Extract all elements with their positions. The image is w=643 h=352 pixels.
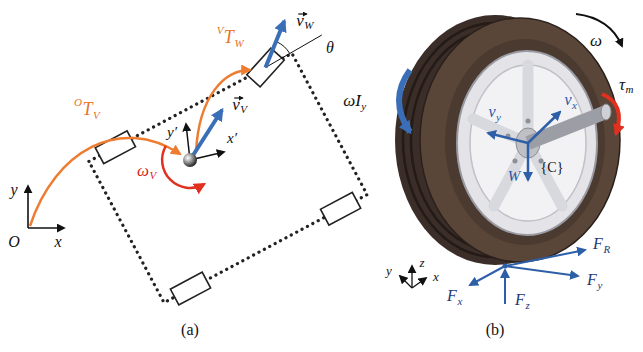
shaft-end [601,104,611,120]
velocity-arrow [488,133,528,143]
rim [457,51,597,235]
panel-label: (b) [486,322,505,338]
tire-sidewall [420,18,620,262]
axis-label: y [386,264,392,277]
axis-label: x [433,270,439,283]
transform-label: V [93,110,100,121]
transform-label: T [224,28,234,46]
angle-arc [276,42,290,54]
wheel-symbol [95,131,135,164]
force-arrow [470,266,505,285]
velocity-arrow [528,112,560,143]
vector-accents [234,14,307,98]
force-label: F [515,292,525,308]
panel-label: (a) [181,322,199,338]
velocity-label: V [240,104,247,115]
angular-velocity-label: ω [590,32,602,49]
y-axis [400,276,412,288]
transform-label: O [74,97,82,108]
transform-arrow [30,138,180,226]
bolt [513,159,518,164]
torque-label: τ [619,76,625,93]
axis-label: y [10,182,17,198]
inertia-arrow [399,70,410,132]
axis-label: x [54,234,61,250]
contact-forces [470,250,585,304]
angular-velocity-label: V [150,170,157,181]
y-axis [27,186,29,228]
x-axis [28,227,64,229]
yaw-rate-arrow [162,146,204,188]
velocity-label: x [572,100,577,111]
tire-bead [445,39,605,245]
force-label: F [587,272,597,288]
bolt [526,119,531,124]
transform-label: V [217,25,224,36]
inertia-label: ω̇I [343,92,361,109]
velocity-arrow [190,110,222,160]
vehicle-body [82,40,371,310]
velocity-label: v [564,92,571,108]
angular-velocity-label: ω [137,162,149,179]
wheel-symbol [170,272,210,305]
force-label: F [593,236,603,252]
weight-arrow [527,143,530,180]
z-axis [411,266,412,288]
angle-label: θ [326,40,334,56]
contact-point [503,264,508,269]
frame-label: O [8,234,20,250]
inertia-label: y [361,101,366,112]
axis-label: y′ [167,125,177,140]
torque-arrow [602,94,619,134]
axis-label: x′ [227,131,237,146]
transform-label: T [82,100,92,118]
force-arrow [505,266,578,276]
transform-label: W [234,38,243,49]
velocity-label: y [496,112,501,123]
velocity-arrow [266,21,285,67]
force-arrow [504,270,506,304]
force-arrow [505,250,585,266]
force-label: R [603,244,610,255]
force-label: z [525,300,529,311]
wheel-axes [400,266,426,288]
velocity-label: v [232,96,240,113]
rim-inner [470,65,586,221]
velocity-label: v [488,104,495,120]
frame-label: {C} [541,161,564,175]
x-axis [412,278,426,288]
velocity-label: v [296,12,304,29]
wheel-illustration [395,15,620,265]
axle-shaft [528,112,606,143]
wheel-symbol [320,192,360,225]
axis-label: z [419,256,424,269]
torque-label: m [626,84,634,95]
force-label: y [597,280,602,291]
force-label: F [447,288,457,304]
vehicle-outline [89,53,367,302]
weight-label: W [508,169,521,184]
center-of-mass [183,153,197,167]
velocity-label: W [304,20,313,31]
force-label: x [457,296,462,307]
